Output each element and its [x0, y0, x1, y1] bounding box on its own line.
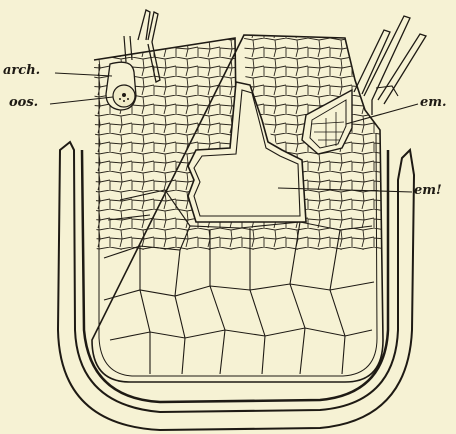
em-prime-label: em!: [414, 184, 442, 197]
oos-label: oos.: [9, 96, 38, 109]
archegonium: [106, 62, 136, 110]
arch-label: arch.: [3, 64, 40, 77]
em-label: em.: [420, 96, 447, 109]
